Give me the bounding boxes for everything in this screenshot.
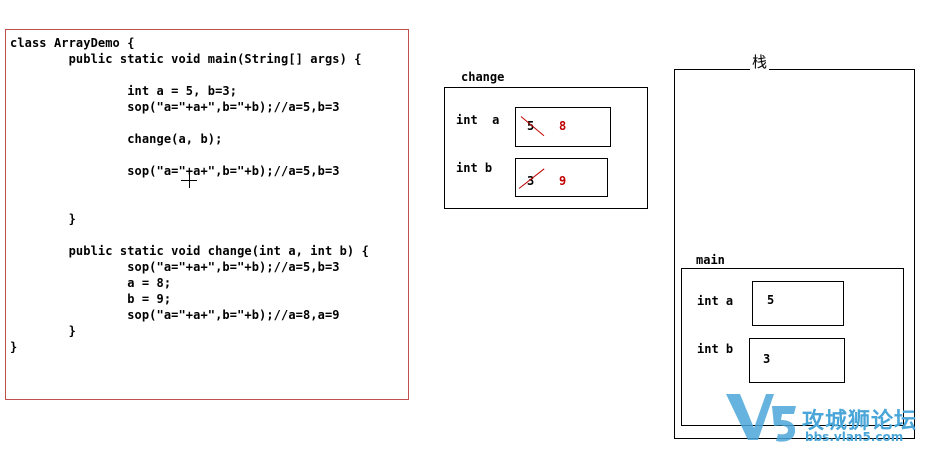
- code-line: sop("a="+a+",b="+b);//a=8,a=9: [10, 308, 340, 322]
- change-frame-title: change: [461, 70, 505, 84]
- main-var-b-label: int b: [697, 342, 734, 356]
- code-line: int a = 5, b=3;: [10, 84, 238, 98]
- change-var-b-old-value: 3: [527, 174, 535, 188]
- change-var-b-new-value: 9: [559, 174, 567, 188]
- change-var-b-box: [515, 158, 608, 197]
- main-var-a-label: int a: [697, 294, 734, 308]
- code-line: public static void main(String[] args) {: [10, 52, 362, 66]
- change-var-b-label: int b: [456, 161, 493, 175]
- code-line: sop("a="+a+",b="+b);//a=5,b=3: [10, 100, 340, 114]
- watermark-logo-icon: [726, 394, 796, 442]
- stack-container: [674, 69, 915, 439]
- watermark-url: bbs.vlan5.com: [805, 430, 904, 444]
- main-var-a-value: 5: [767, 293, 775, 307]
- watermark-name: 攻城狮论坛: [802, 409, 918, 434]
- main-var-a-box: [752, 281, 844, 326]
- code-line: change(a, b);: [10, 132, 223, 146]
- change-var-a-label: int a: [456, 113, 500, 127]
- code-line: sop("a="+a+",b="+b);//a=5,b=3: [10, 164, 340, 178]
- code-panel: [5, 29, 409, 400]
- main-var-b-value: 3: [763, 352, 771, 366]
- main-frame-title: main: [696, 253, 725, 267]
- code-line: class ArrayDemo {: [10, 36, 135, 50]
- crosshair-cursor-icon-h: [181, 180, 197, 181]
- code-line: b = 9;: [10, 292, 172, 306]
- code-line: }: [10, 212, 76, 226]
- code-line: public static void change(int a, int b) …: [10, 244, 369, 258]
- stack-title: 栈: [750, 51, 770, 72]
- change-frame: [444, 87, 648, 209]
- change-var-a-new-value: 8: [559, 119, 567, 133]
- code-line: }: [10, 340, 18, 354]
- code-line: a = 8;: [10, 276, 172, 290]
- main-var-b-box: [749, 338, 845, 383]
- code-line: sop("a="+a+",b="+b);//a=5,b=3: [10, 260, 340, 274]
- code-line: }: [10, 324, 76, 338]
- change-var-a-box: [515, 107, 611, 147]
